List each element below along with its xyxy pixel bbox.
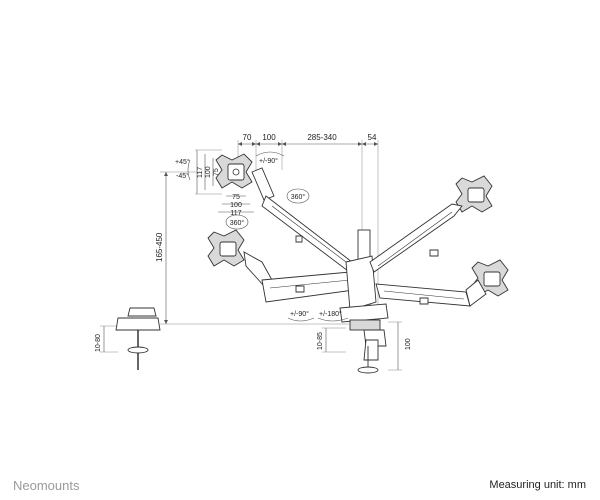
arm-rotation-label: +/-90° [290, 310, 309, 318]
rotation-360-badge-a [286, 188, 310, 204]
arm-rotation-arrow-icon [287, 317, 315, 322]
base-height-dim [388, 321, 402, 371]
dim-54: 54 [368, 133, 377, 142]
right-upper-arm [369, 203, 463, 273]
left-upper-arm [251, 167, 353, 275]
rotation-360-a: 360° [291, 193, 306, 201]
tilt-up-label: +45° [175, 158, 190, 166]
left-lower-arm [243, 251, 355, 303]
brand-logo: Neomounts [13, 478, 80, 493]
dim-285-340: 285-340 [307, 133, 337, 142]
grommet-mount [115, 307, 161, 370]
screen-rotation-label: +/-90° [259, 157, 278, 165]
vesa-plate-top-right [455, 175, 493, 213]
rotation-360-b: 360° [230, 219, 245, 227]
base-rotation-arrow-icon [317, 317, 349, 322]
horizontal-vesa-dims [218, 195, 254, 213]
rotation-arrow-icon [255, 151, 285, 157]
base-rotation-label: +/-180° [319, 310, 342, 318]
vesa-v-117: 117 [197, 167, 204, 178]
dim-100-top: 100 [262, 133, 276, 142]
height-range-label: 165-450 [155, 232, 164, 262]
right-lower-arm [375, 279, 487, 307]
tilt-down-label: -45° [176, 172, 189, 180]
vesa-plate-mid-left [207, 229, 245, 267]
vesa-h-75: 75 [232, 194, 240, 201]
height-dimension [160, 171, 350, 325]
rotation-360-badge-b [225, 214, 249, 230]
central-pole [339, 229, 389, 331]
tilt-arc-icon [187, 159, 191, 181]
vesa-plate-top-left [215, 153, 253, 189]
vesa-h-100: 100 [230, 202, 242, 209]
vesa-v-100: 100 [205, 166, 212, 178]
dim-70: 70 [243, 133, 252, 142]
grommet-range-label: 10-80 [95, 334, 102, 352]
vesa-v-75: 75 [213, 168, 220, 176]
desk-clamp [357, 329, 387, 374]
clamp-range-label: 10-85 [317, 332, 324, 350]
base-height-label: 100 [405, 338, 412, 350]
clamp-range-dim [322, 327, 346, 353]
grommet-range-dim [100, 325, 118, 353]
vesa-h-117: 117 [230, 210, 241, 217]
measuring-unit-note: Measuring unit: mm [489, 479, 586, 491]
